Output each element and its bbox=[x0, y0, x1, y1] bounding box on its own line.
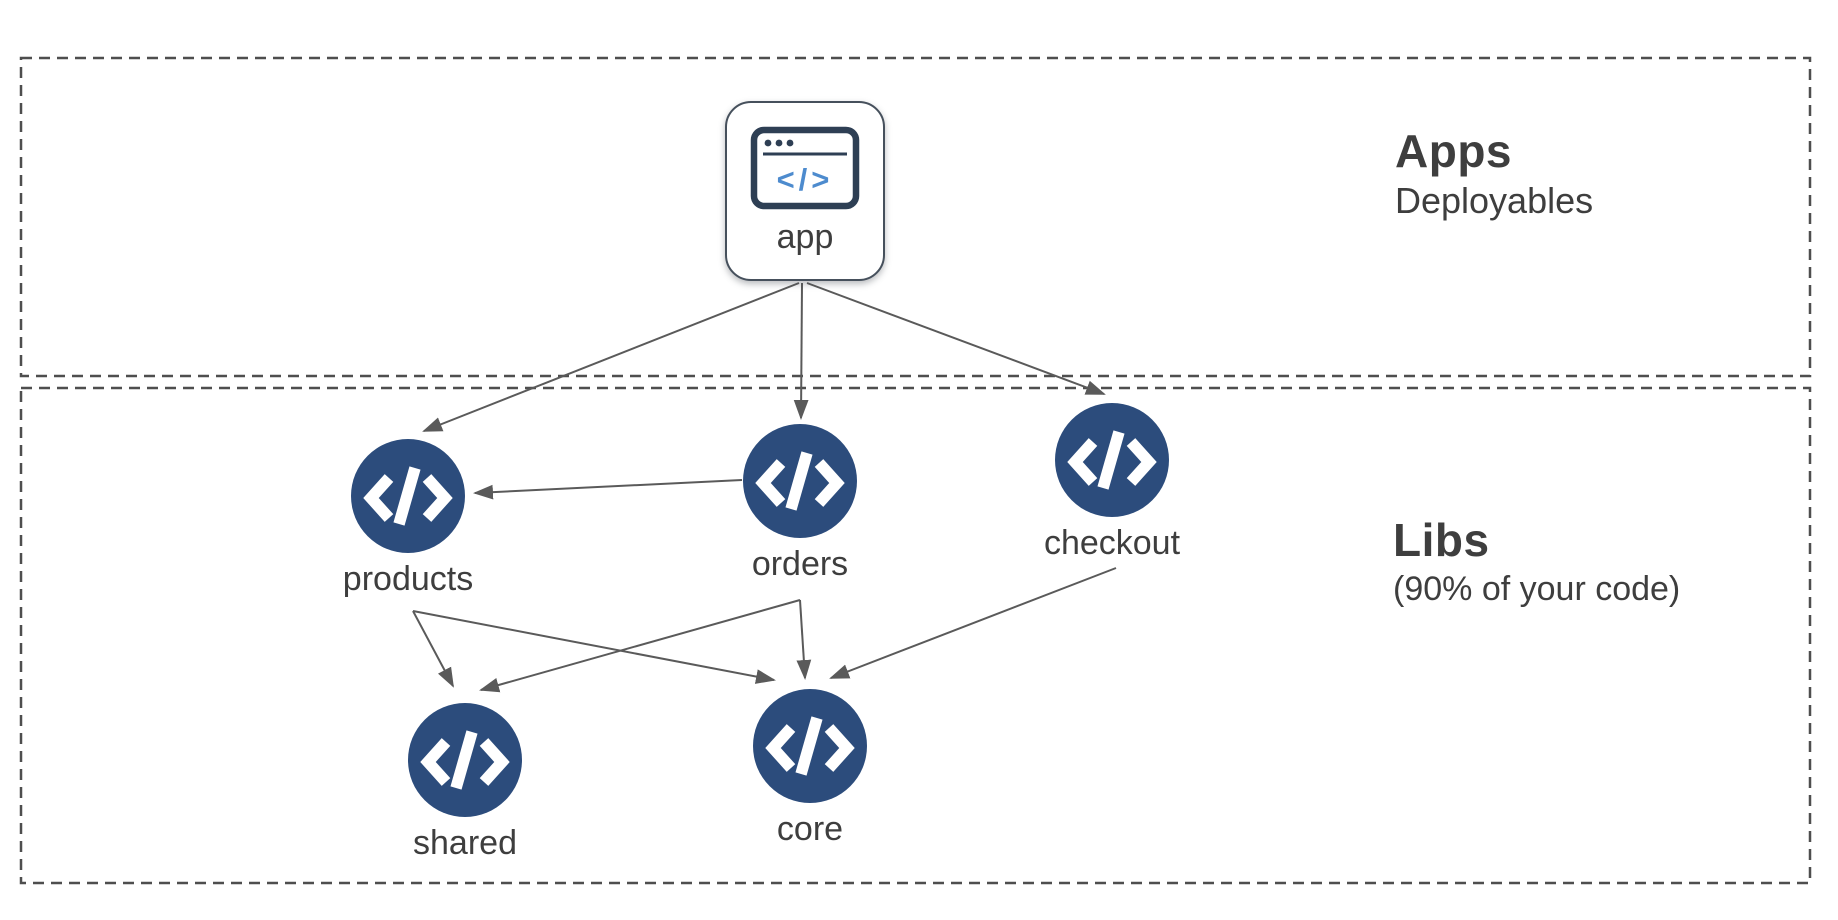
node-orders: orders bbox=[715, 424, 885, 584]
node-core-label: core bbox=[776, 810, 844, 848]
edge-products-core bbox=[412, 610, 776, 684]
edge-app-orders bbox=[793, 282, 809, 420]
apps-section-label: Apps Deployables bbox=[1395, 124, 1593, 225]
code-icon bbox=[1067, 430, 1157, 490]
libs-section-title: Libs bbox=[1393, 514, 1490, 566]
edge-app-products bbox=[422, 282, 800, 432]
node-app-label: app bbox=[776, 218, 834, 256]
libs-section-subtitle: (90% of your code) bbox=[1393, 570, 1681, 609]
edge-orders-core bbox=[796, 599, 812, 680]
libs-zone-border bbox=[19, 386, 1812, 885]
edge-checkout-core bbox=[829, 567, 1117, 679]
code-circle bbox=[351, 439, 465, 553]
node-app: </> app bbox=[725, 101, 885, 281]
libs-section-label: Libs (90% of your code) bbox=[1393, 513, 1680, 611]
code-circle bbox=[743, 424, 857, 538]
node-core: core bbox=[725, 689, 895, 849]
node-products-label: products bbox=[342, 560, 474, 598]
code-circle bbox=[1055, 403, 1169, 517]
edge-orders-shared bbox=[479, 599, 801, 693]
code-icon bbox=[363, 466, 453, 526]
node-shared-label: shared bbox=[413, 824, 517, 862]
node-checkout: checkout bbox=[1027, 403, 1197, 563]
code-icon bbox=[420, 730, 510, 790]
edge-app-checkout bbox=[806, 282, 1106, 395]
edge-products-shared bbox=[412, 610, 454, 688]
node-products: products bbox=[323, 439, 493, 599]
node-shared: shared bbox=[380, 703, 550, 863]
edge-orders-products bbox=[473, 479, 743, 500]
browser-code-icon: </> bbox=[750, 126, 860, 210]
node-checkout-label: checkout bbox=[1043, 524, 1181, 562]
apps-section-subtitle: Deployables bbox=[1395, 180, 1594, 222]
code-circle bbox=[408, 703, 522, 817]
node-orders-label: orders bbox=[751, 545, 849, 583]
code-icon bbox=[755, 451, 845, 511]
apps-section-title: Apps bbox=[1395, 125, 1512, 177]
svg-text:</>: </> bbox=[777, 162, 834, 197]
code-icon bbox=[765, 716, 855, 776]
code-circle bbox=[753, 689, 867, 803]
